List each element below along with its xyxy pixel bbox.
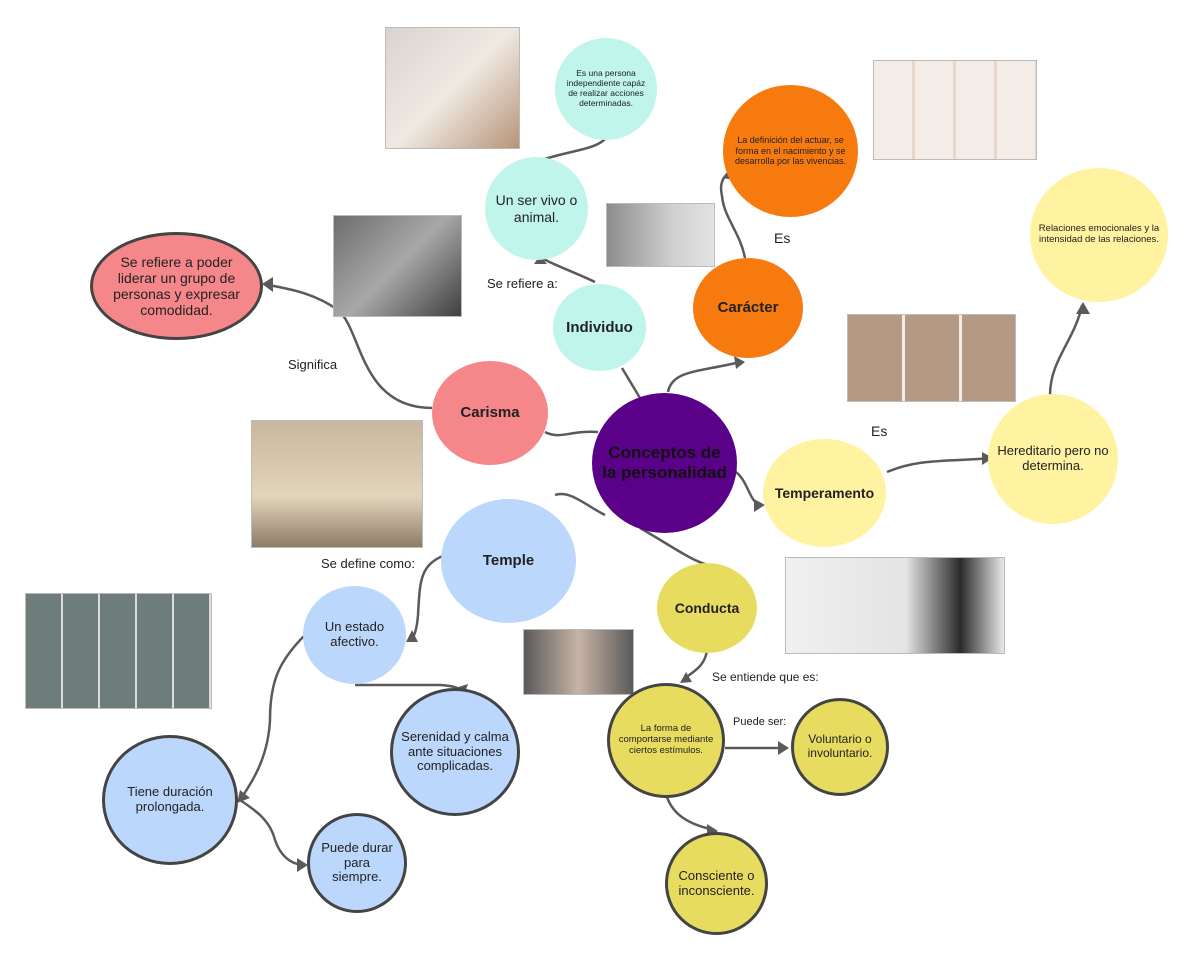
- node-voluntario: Voluntario o involuntario.: [791, 698, 889, 796]
- arrow-forma: [680, 672, 692, 683]
- node-temperamento-label: Temperamento: [774, 484, 875, 501]
- node-estado-afectivo: Un estado afectivo.: [303, 586, 406, 684]
- edge-center-carisma: [544, 430, 599, 437]
- node-voluntario-label: Voluntario o involuntario.: [807, 732, 873, 760]
- edge-label-se-entiende: Se entiende que es:: [712, 670, 819, 684]
- photo-kids-megaphone: [251, 420, 423, 548]
- edge-temp-hereditario: [886, 456, 991, 474]
- node-relaciones-label: Relaciones emocionales y la intensidad d…: [1038, 223, 1160, 245]
- node-forma-comportarse: La forma de comportarse mediante ciertos…: [607, 683, 725, 798]
- edge-label-puede-ser: Puede ser:: [733, 716, 787, 728]
- node-liderar-label: Se refiere a poder liderar un grupo de p…: [113, 253, 240, 319]
- edge-center-caracter: [666, 360, 741, 393]
- arrow-liderar: [262, 277, 273, 292]
- edge-center-temple: [554, 492, 606, 517]
- node-duracion: Tiene duración prolongada.: [102, 735, 238, 865]
- edge-label-es-temperamento: Es: [871, 423, 888, 439]
- photo-smiling-boy: [333, 215, 462, 317]
- node-estado-label: Un estado afectivo.: [324, 619, 385, 649]
- node-persona-independiente: Es una persona independiente capáz de re…: [555, 38, 657, 140]
- photo-woman-expressions-grid: [25, 593, 212, 709]
- node-forma-label: La forma de comportarse mediante ciertos…: [618, 723, 714, 756]
- photo-facial-expressions-women: [873, 60, 1037, 160]
- node-conducta: Conducta: [657, 563, 757, 653]
- node-ser-vivo: Un ser vivo o animal.: [485, 157, 588, 260]
- node-carisma-label: Carisma: [460, 404, 520, 422]
- node-ser-vivo-label: Un ser vivo o animal.: [495, 192, 578, 225]
- edge-label-es-caracter: Es: [774, 230, 791, 246]
- edge-carisma-liderar: [264, 282, 433, 410]
- node-hereditario: Hereditario pero no determina.: [988, 394, 1118, 524]
- edge-center-temperamento: [732, 468, 764, 507]
- node-hereditario-label: Hereditario pero no determina.: [997, 443, 1109, 473]
- edge-center-individuo: [620, 367, 642, 399]
- arrow-temperamento: [754, 499, 765, 512]
- node-individuo-label: Individuo: [566, 318, 633, 336]
- arrow-duracion: [237, 790, 250, 803]
- edge-label-significa: Significa: [288, 357, 338, 372]
- node-temple: Temple: [441, 499, 576, 623]
- node-caracter-label: Carácter: [717, 299, 779, 317]
- photo-two-men: [606, 203, 715, 267]
- center-node-label: Conceptos de la personalidad: [602, 443, 727, 482]
- node-individuo: Individuo: [553, 284, 646, 371]
- node-consciente: Consciente o inconsciente.: [665, 832, 768, 935]
- edge-hered-relaciones: [1048, 304, 1084, 396]
- node-definicion-label: La definición del actuar, se forma en el…: [734, 135, 847, 167]
- edge-center-conducta: [639, 526, 709, 567]
- arrow-siempre: [297, 858, 308, 872]
- node-carisma: Carisma: [432, 361, 548, 465]
- photo-facial-expressions-men: [847, 314, 1016, 402]
- edge-label-se-refiere: Se refiere a:: [487, 276, 558, 291]
- node-serenidad-label: Serenidad y calma ante situaciones compl…: [401, 728, 509, 774]
- node-serenidad: Serenidad y calma ante situaciones compl…: [390, 688, 520, 816]
- arrow-caracter: [734, 356, 745, 369]
- node-conducta-label: Conducta: [674, 599, 740, 616]
- node-siempre-label: Puede durar para siempre.: [321, 839, 393, 885]
- edge-duracion-siempre: [239, 798, 306, 867]
- arrow-estado: [406, 630, 418, 642]
- node-persona-label: Es una persona independiente capáz de re…: [566, 68, 646, 108]
- node-consciente-label: Consciente o inconsciente.: [678, 867, 755, 898]
- node-temperamento: Temperamento: [763, 439, 886, 547]
- arrow-relaciones: [1076, 302, 1090, 314]
- node-definicion-actuar: La definición del actuar, se forma en el…: [723, 85, 858, 217]
- node-relaciones: Relaciones emocionales y la intensidad d…: [1030, 168, 1168, 302]
- node-caracter: Carácter: [693, 258, 803, 358]
- node-temple-label: Temple: [482, 552, 535, 570]
- arrow-voluntario: [778, 741, 789, 755]
- edge-label-se-define: Se define como:: [321, 556, 415, 571]
- photo-surprised-man: [385, 27, 520, 149]
- center-node: Conceptos de la personalidad: [592, 393, 737, 533]
- node-duracion-label: Tiene duración prolongada.: [127, 784, 213, 814]
- photo-three-women: [523, 629, 634, 695]
- node-siempre: Puede durar para siempre.: [307, 813, 407, 913]
- arrow-hereditario: [982, 452, 993, 465]
- edge-estado-duracion: [238, 634, 306, 801]
- photo-mother-child: [785, 557, 1005, 654]
- node-liderar: Se refiere a poder liderar un grupo de p…: [90, 232, 263, 340]
